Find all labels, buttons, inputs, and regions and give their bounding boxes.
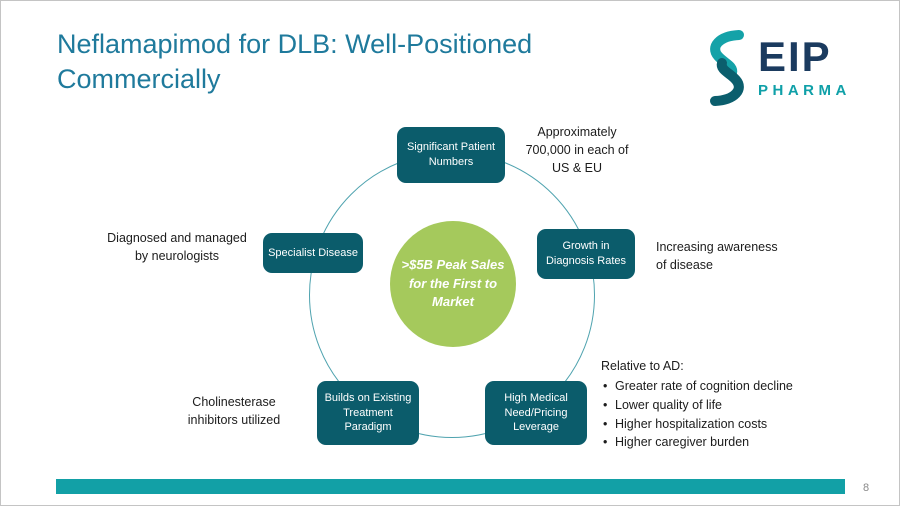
logo-wordmark: EIP [758, 33, 832, 80]
center-circle: >$5B Peak Sales for the First to Market [390, 221, 516, 347]
logo-text: EIP PHARMA [758, 33, 851, 100]
slide-title: Neflamapimod for DLB: Well-Positioned Co… [57, 29, 533, 94]
annotation-relative-to-ad: Relative to AD: Greater rate of cognitio… [601, 359, 841, 452]
bullet-item: Greater rate of cognition decline [601, 377, 841, 396]
node-high-medical-need-pricing-leverage: High Medical Need/Pricing Leverage [485, 381, 587, 445]
relative-to-ad-title: Relative to AD: [601, 359, 684, 373]
annotation-diagnosis-rates: Increasing awareness of disease [656, 240, 778, 273]
eip-pharma-logo: EIP PHARMA [701, 28, 851, 108]
node-growth-in-diagnosis-rates: Growth in Diagnosis Rates [537, 229, 635, 279]
node-specialist-disease: Specialist Disease [263, 233, 363, 273]
eip-pharma-logo-icon [701, 28, 753, 108]
annotation-specialist-disease: Diagnosed and managed by neurologists [107, 231, 247, 264]
node-builds-on-existing-treatment-paradigm: Builds on Existing Treatment Paradigm [317, 381, 419, 445]
center-circle-text: >$5B Peak Sales for the First to Market [401, 256, 505, 310]
annotation-patient-numbers: Approximately 700,000 in each of US & EU [525, 125, 629, 176]
bullet-item: Higher caregiver burden [601, 433, 841, 452]
annotation-treatment-paradigm: Cholinesterase inhibitors utilized [187, 395, 281, 428]
bullet-item: Higher hospitalization costs [601, 415, 841, 434]
relative-to-ad-bullet-list: Greater rate of cognition decline Lower … [601, 377, 841, 452]
page-number: 8 [863, 482, 870, 494]
logo-subtext: PHARMA [758, 82, 851, 99]
node-significant-patient-numbers: Significant Patient Numbers [397, 127, 505, 183]
bullet-item: Lower quality of life [601, 396, 841, 415]
bottom-accent-bar [56, 479, 845, 494]
